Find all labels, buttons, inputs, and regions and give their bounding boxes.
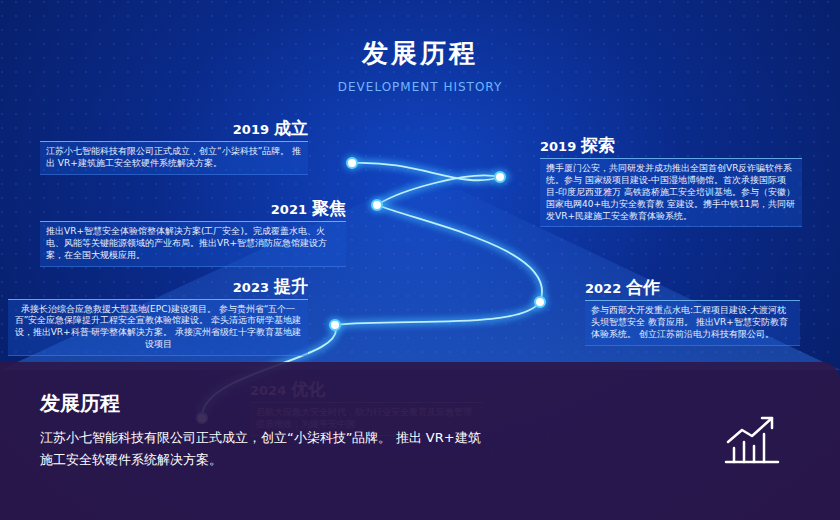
chart-icon (722, 412, 782, 468)
stage-word: 提升 (274, 276, 308, 296)
year: 2021 (271, 202, 307, 217)
milestone-text: 江苏小七智能科技有限公司正式成立，创立“小柒科技”品牌。 推出 VR+建筑施工安… (46, 146, 302, 170)
year: 2019 (233, 122, 269, 137)
page-title: 发展历程 (0, 36, 840, 71)
milestone-heading: 2019 成立 (233, 117, 308, 140)
panel-text: 江苏小七智能科技有限公司正式成立，创立“小柒科技”品牌。 推出 VR+建筑施工安… (40, 427, 490, 471)
caption-panel: 发展历程江苏小七智能科技有限公司正式成立，创立“小柒科技”品牌。 推出 VR+建… (0, 362, 840, 520)
milestone-box: 2023提升承接长治综合应急救援大型基地(EPC)建设项目。 参与贵州省“五个一… (8, 299, 308, 357)
year: 2023 (233, 280, 269, 295)
milestone-box: 2019探索携手厦门公安，共同研发并成功推出全国首创VR反诈骗软件系统。参与 国… (540, 158, 802, 227)
milestone-heading: 2023 提升 (233, 275, 308, 298)
year: 2022 (585, 281, 621, 296)
milestone-heading: 2019 探索 (540, 134, 615, 157)
subtitle: DEVELOPMENT HISTORY (0, 80, 840, 94)
stage-word: 合作 (626, 277, 660, 297)
stage-word: 探索 (581, 135, 615, 155)
milestone-text: 承接长治综合应急救援大型基地(EPC)建设项目。 参与贵州省“五个一百”安全应急… (14, 304, 302, 352)
stage-word: 成立 (274, 118, 308, 138)
panel-heading: 发展历程 (40, 390, 800, 417)
stage-word: 聚焦 (312, 198, 346, 218)
milestone-box: 2021聚焦推出VR+智慧安全体验馆整体解决方案(工厂安全)。完成覆盖水电、火 … (40, 221, 346, 267)
milestone-text: 携手厦门公安，共同研发并成功推出全国首创VR反诈骗软件系统。参与 国家级项目建设… (546, 163, 796, 222)
milestone-heading: 2021 聚焦 (271, 197, 346, 220)
milestone-box: 2022合作参与西部大开发重点水电:工程项目建设-大渡河枕头坝智慧安全 教育应用… (585, 300, 800, 346)
milestone-text: 推出VR+智慧安全体验馆整体解决方案(工厂安全)。完成覆盖水电、火 电、风能等关… (46, 226, 340, 262)
milestone-heading: 2022 合作 (585, 276, 660, 299)
milestone-text: 参与西部大开发重点水电:工程项目建设-大渡河枕头坝智慧安全 教育应用。 推出VR… (591, 305, 794, 341)
year: 2019 (540, 139, 576, 154)
milestone-box: 2019成立江苏小七智能科技有限公司正式成立，创立“小柒科技”品牌。 推出 VR… (40, 141, 308, 175)
